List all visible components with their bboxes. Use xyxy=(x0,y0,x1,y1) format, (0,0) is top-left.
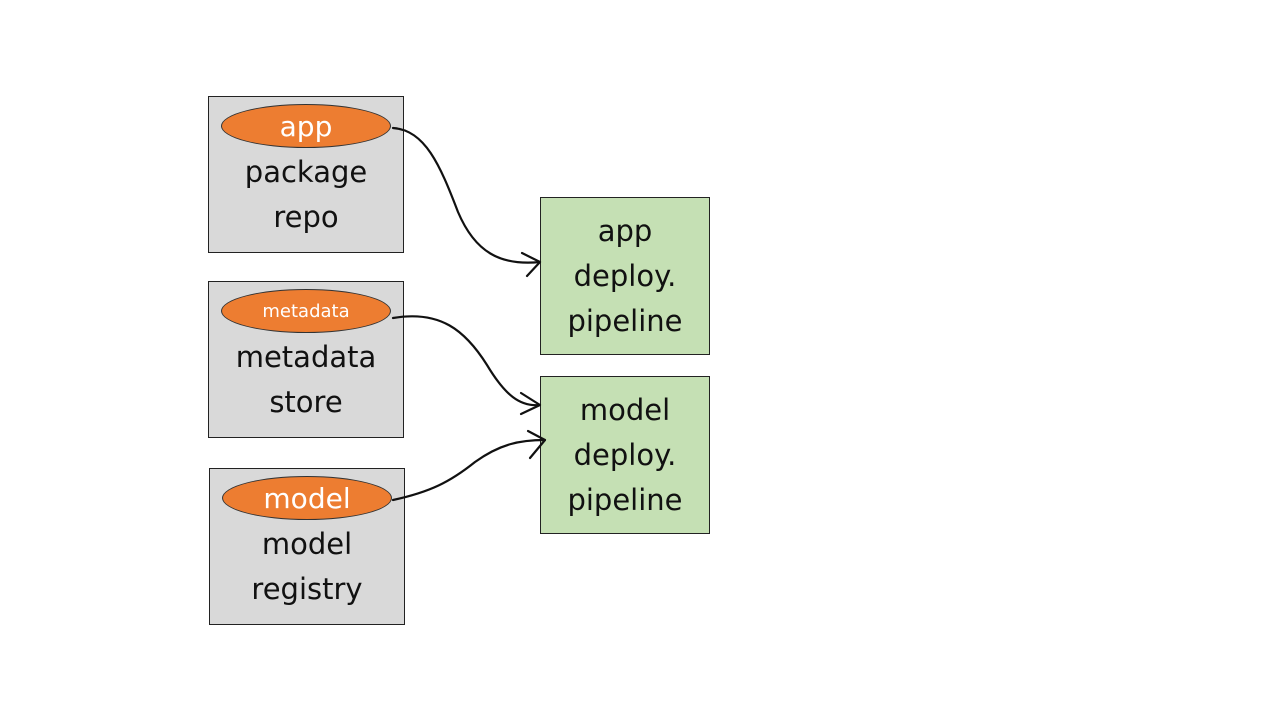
metadata-store-line2: store xyxy=(269,385,343,419)
model-registry-box: model model registry xyxy=(209,468,405,625)
package-repo-line1: package xyxy=(244,155,368,189)
arrow-metadata-to-model-pipeline xyxy=(391,315,542,407)
model-pipeline-line1: model xyxy=(579,392,671,427)
metadata-store-line1: metadata xyxy=(235,340,377,374)
app-deploy-pipeline-box: app deploy. pipeline xyxy=(540,197,710,355)
model-registry-line2: registry xyxy=(251,572,363,606)
arrow-app-to-app-pipeline xyxy=(391,126,542,264)
model-deploy-pipeline-label: model deploy. pipeline xyxy=(567,388,682,523)
app-deploy-pipeline-label: app deploy. pipeline xyxy=(567,209,682,344)
model-pipeline-line3: pipeline xyxy=(567,482,683,517)
app-pipeline-line3: pipeline xyxy=(567,303,683,338)
arrow-metadata-to-model-pipeline-head xyxy=(519,391,542,416)
metadata-store-label: metadata store xyxy=(236,335,377,425)
package-repo-label: package repo xyxy=(245,150,367,240)
model-pipeline-line2: deploy. xyxy=(573,437,677,472)
arrow-model-to-model-pipeline xyxy=(391,438,547,502)
model-deploy-pipeline-box: model deploy. pipeline xyxy=(540,376,710,534)
metadata-pill: metadata xyxy=(221,289,391,333)
model-pill: model xyxy=(222,476,392,520)
package-repo-line2: repo xyxy=(273,200,339,234)
app-pill: app xyxy=(221,104,391,148)
model-registry-label: model registry xyxy=(251,522,362,612)
metadata-store-box: metadata metadata store xyxy=(208,281,404,438)
app-pipeline-line2: deploy. xyxy=(573,258,677,293)
model-registry-line1: model xyxy=(261,527,353,561)
arrow-app-to-app-pipeline-head xyxy=(520,251,542,278)
app-pipeline-line1: app xyxy=(597,213,653,248)
package-repo-box: app package repo xyxy=(208,96,404,253)
